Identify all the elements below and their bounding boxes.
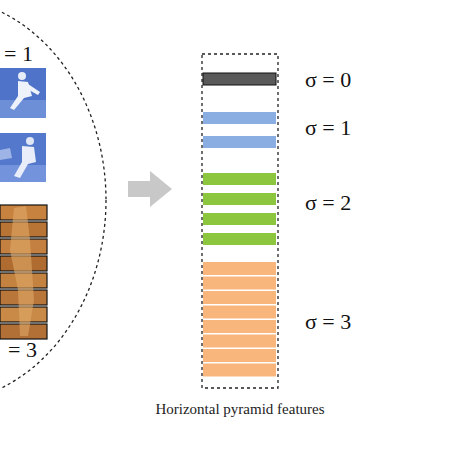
feature-stripe xyxy=(203,291,276,304)
feature-column-outline xyxy=(202,54,278,388)
feature-stripe xyxy=(203,233,276,245)
feature-stripe xyxy=(203,173,276,185)
feature-stripe xyxy=(203,193,276,205)
block-arrow xyxy=(128,171,172,207)
figure-caption: Horizontal pyramid features xyxy=(155,402,324,417)
scale-label: σ = 0 xyxy=(305,69,351,91)
feature-stripe xyxy=(203,349,276,362)
scale-label: σ = 3 xyxy=(305,311,351,333)
feature-stripe xyxy=(203,335,276,348)
feature-stripe xyxy=(203,112,276,124)
feature-stripe xyxy=(203,262,276,275)
scale-label: = 1 xyxy=(4,43,33,65)
person-photo xyxy=(0,68,46,118)
feature-stripe xyxy=(203,136,276,148)
image-region-outline xyxy=(0,0,106,403)
feature-stripe xyxy=(203,306,276,319)
person-photo xyxy=(0,133,46,182)
person-photo-strips xyxy=(0,205,47,339)
feature-stripe xyxy=(203,277,276,290)
feature-stripe xyxy=(203,213,276,225)
feature-stripe xyxy=(203,320,276,333)
scale-label: σ = 2 xyxy=(305,192,351,214)
scale-label: σ = 1 xyxy=(305,117,351,139)
feature-stripe xyxy=(203,364,276,377)
scale-label: = 3 xyxy=(8,339,37,361)
feature-stripe xyxy=(203,73,276,85)
